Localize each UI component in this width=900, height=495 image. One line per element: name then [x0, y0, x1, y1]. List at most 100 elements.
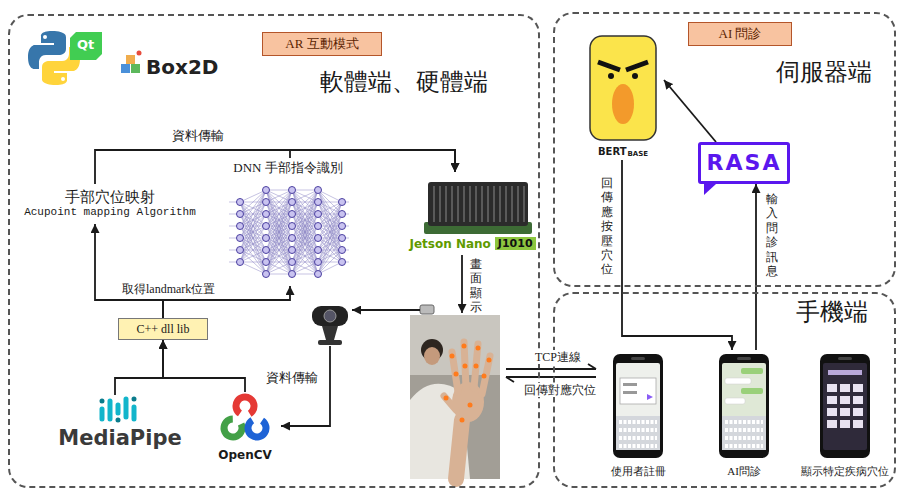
webcam [312, 306, 348, 345]
flow-label: 畫面顯示 [470, 257, 482, 315]
text-group: 伺服器端 [776, 58, 872, 87]
text-group: AR 互動模式 [285, 36, 358, 52]
phone-illustration [613, 354, 663, 458]
python-logo [61, 77, 65, 81]
network-link [292, 190, 318, 250]
webcam [312, 306, 348, 326]
network-link [240, 238, 266, 274]
network-neuron [315, 211, 322, 218]
connector-arrow [664, 80, 716, 142]
jetson-board [428, 182, 528, 226]
network-neuron [263, 271, 270, 278]
logo-block: OpenCV [212, 392, 278, 464]
region-panel: 軟體端、硬體端AR 互動模式手部穴位映射Acupoint mapping Alg… [8, 14, 540, 488]
phone-illustration [827, 396, 837, 404]
phone-illustration [616, 363, 660, 450]
text-group: 手部穴位映射Acupoint mapping Algorithm [24, 188, 196, 219]
phone-illustration [741, 388, 763, 394]
connector-label: 輸入問診訊息 [766, 192, 778, 278]
webcam [322, 326, 338, 340]
region-title: 手機端 [796, 298, 868, 327]
phone-illustration [823, 363, 867, 450]
phone-block: 使用者註冊 [600, 350, 676, 480]
network-link [240, 262, 266, 274]
network-neuron [263, 223, 270, 230]
phone-block: 顯示特定疾病穴位 [798, 350, 892, 480]
phone-illustration [741, 368, 763, 374]
text-group: AI問診 [727, 465, 761, 478]
logo-wordmark: OpenCV [218, 448, 272, 462]
phone-illustration [647, 394, 653, 400]
phone-illustration [827, 420, 837, 428]
ar-screen [456, 420, 462, 479]
text-group: DNN 手部指令識別 [233, 160, 342, 176]
network-neuron [237, 211, 244, 218]
phone-illustration [853, 420, 863, 428]
connector-label: 取得landmark位置 [122, 282, 215, 296]
phone-caption: AI問診 [727, 465, 761, 478]
network-neuron [237, 235, 244, 242]
connector-label: 回傳應按壓穴位 [601, 176, 613, 277]
opencv-logo [245, 416, 270, 441]
block-title: DNN 手部指令識別 [233, 160, 342, 176]
model-name: BERT [598, 146, 627, 158]
network-neuron [289, 199, 296, 206]
webcam [324, 310, 336, 322]
network-neuron [315, 199, 322, 206]
network-link [266, 262, 292, 274]
phone-illustration [631, 357, 645, 360]
region-panel: 手機端使用者註冊 AI問診 顯示特定疾病穴位 [553, 292, 896, 488]
model-block: BERTBASE [582, 30, 664, 160]
webcam [318, 340, 342, 345]
library-label: C++ dll lib [137, 322, 190, 336]
phone-illustration [616, 416, 660, 450]
network-neuron [339, 247, 346, 254]
mediapipe-logo [102, 399, 134, 420]
text-group: 使用者註冊 [611, 465, 666, 478]
ar-screen [410, 305, 500, 479]
text-group: BERTBASE [598, 146, 648, 158]
network-link [240, 250, 266, 262]
logo-text: Box2D [146, 55, 218, 79]
network-neuron [237, 223, 244, 230]
network-link [318, 262, 342, 274]
phone-illustration [820, 354, 870, 458]
network-neuron [339, 235, 346, 242]
ar-screen [444, 342, 490, 410]
network-neuron [289, 187, 296, 194]
phone-illustration [838, 357, 852, 360]
network-neuron [289, 235, 296, 242]
network-neuron [263, 187, 270, 194]
network-neuron [339, 259, 346, 266]
network-neuron [289, 271, 296, 278]
device-name: Jetson Nano [409, 237, 490, 251]
box2d-logo [121, 51, 142, 74]
connector-arrow [115, 340, 163, 395]
network-link [240, 202, 266, 262]
network-neuron [339, 223, 346, 230]
phone-illustration [620, 378, 656, 404]
network-link [240, 214, 266, 274]
phone-illustration [719, 354, 769, 458]
library-box: C++ dll lib [118, 318, 208, 340]
network-link [240, 190, 266, 250]
text-group: RASA [707, 150, 782, 176]
layout-arrow [352, 309, 420, 311]
network-link [292, 214, 318, 274]
region-title: 伺服器端 [776, 58, 872, 87]
phone-illustration [619, 422, 657, 446]
logo-block: RASA [698, 142, 790, 184]
layout-arrow [506, 377, 596, 382]
text-group: C++ dll lib [137, 322, 190, 336]
network-neuron [315, 187, 322, 194]
device-block: Jetson Nano J1010 [405, 172, 539, 254]
model-subscript: BASE [627, 150, 648, 158]
layout-arrow [281, 346, 330, 426]
network-link [292, 214, 318, 274]
bert-face [632, 73, 638, 79]
link-label: 回傳對應穴位 [522, 383, 598, 397]
network-link [318, 202, 342, 262]
text-group: 手機端 [796, 298, 868, 327]
model-badge: J1010 [495, 237, 536, 250]
phone-illustration [719, 354, 769, 458]
